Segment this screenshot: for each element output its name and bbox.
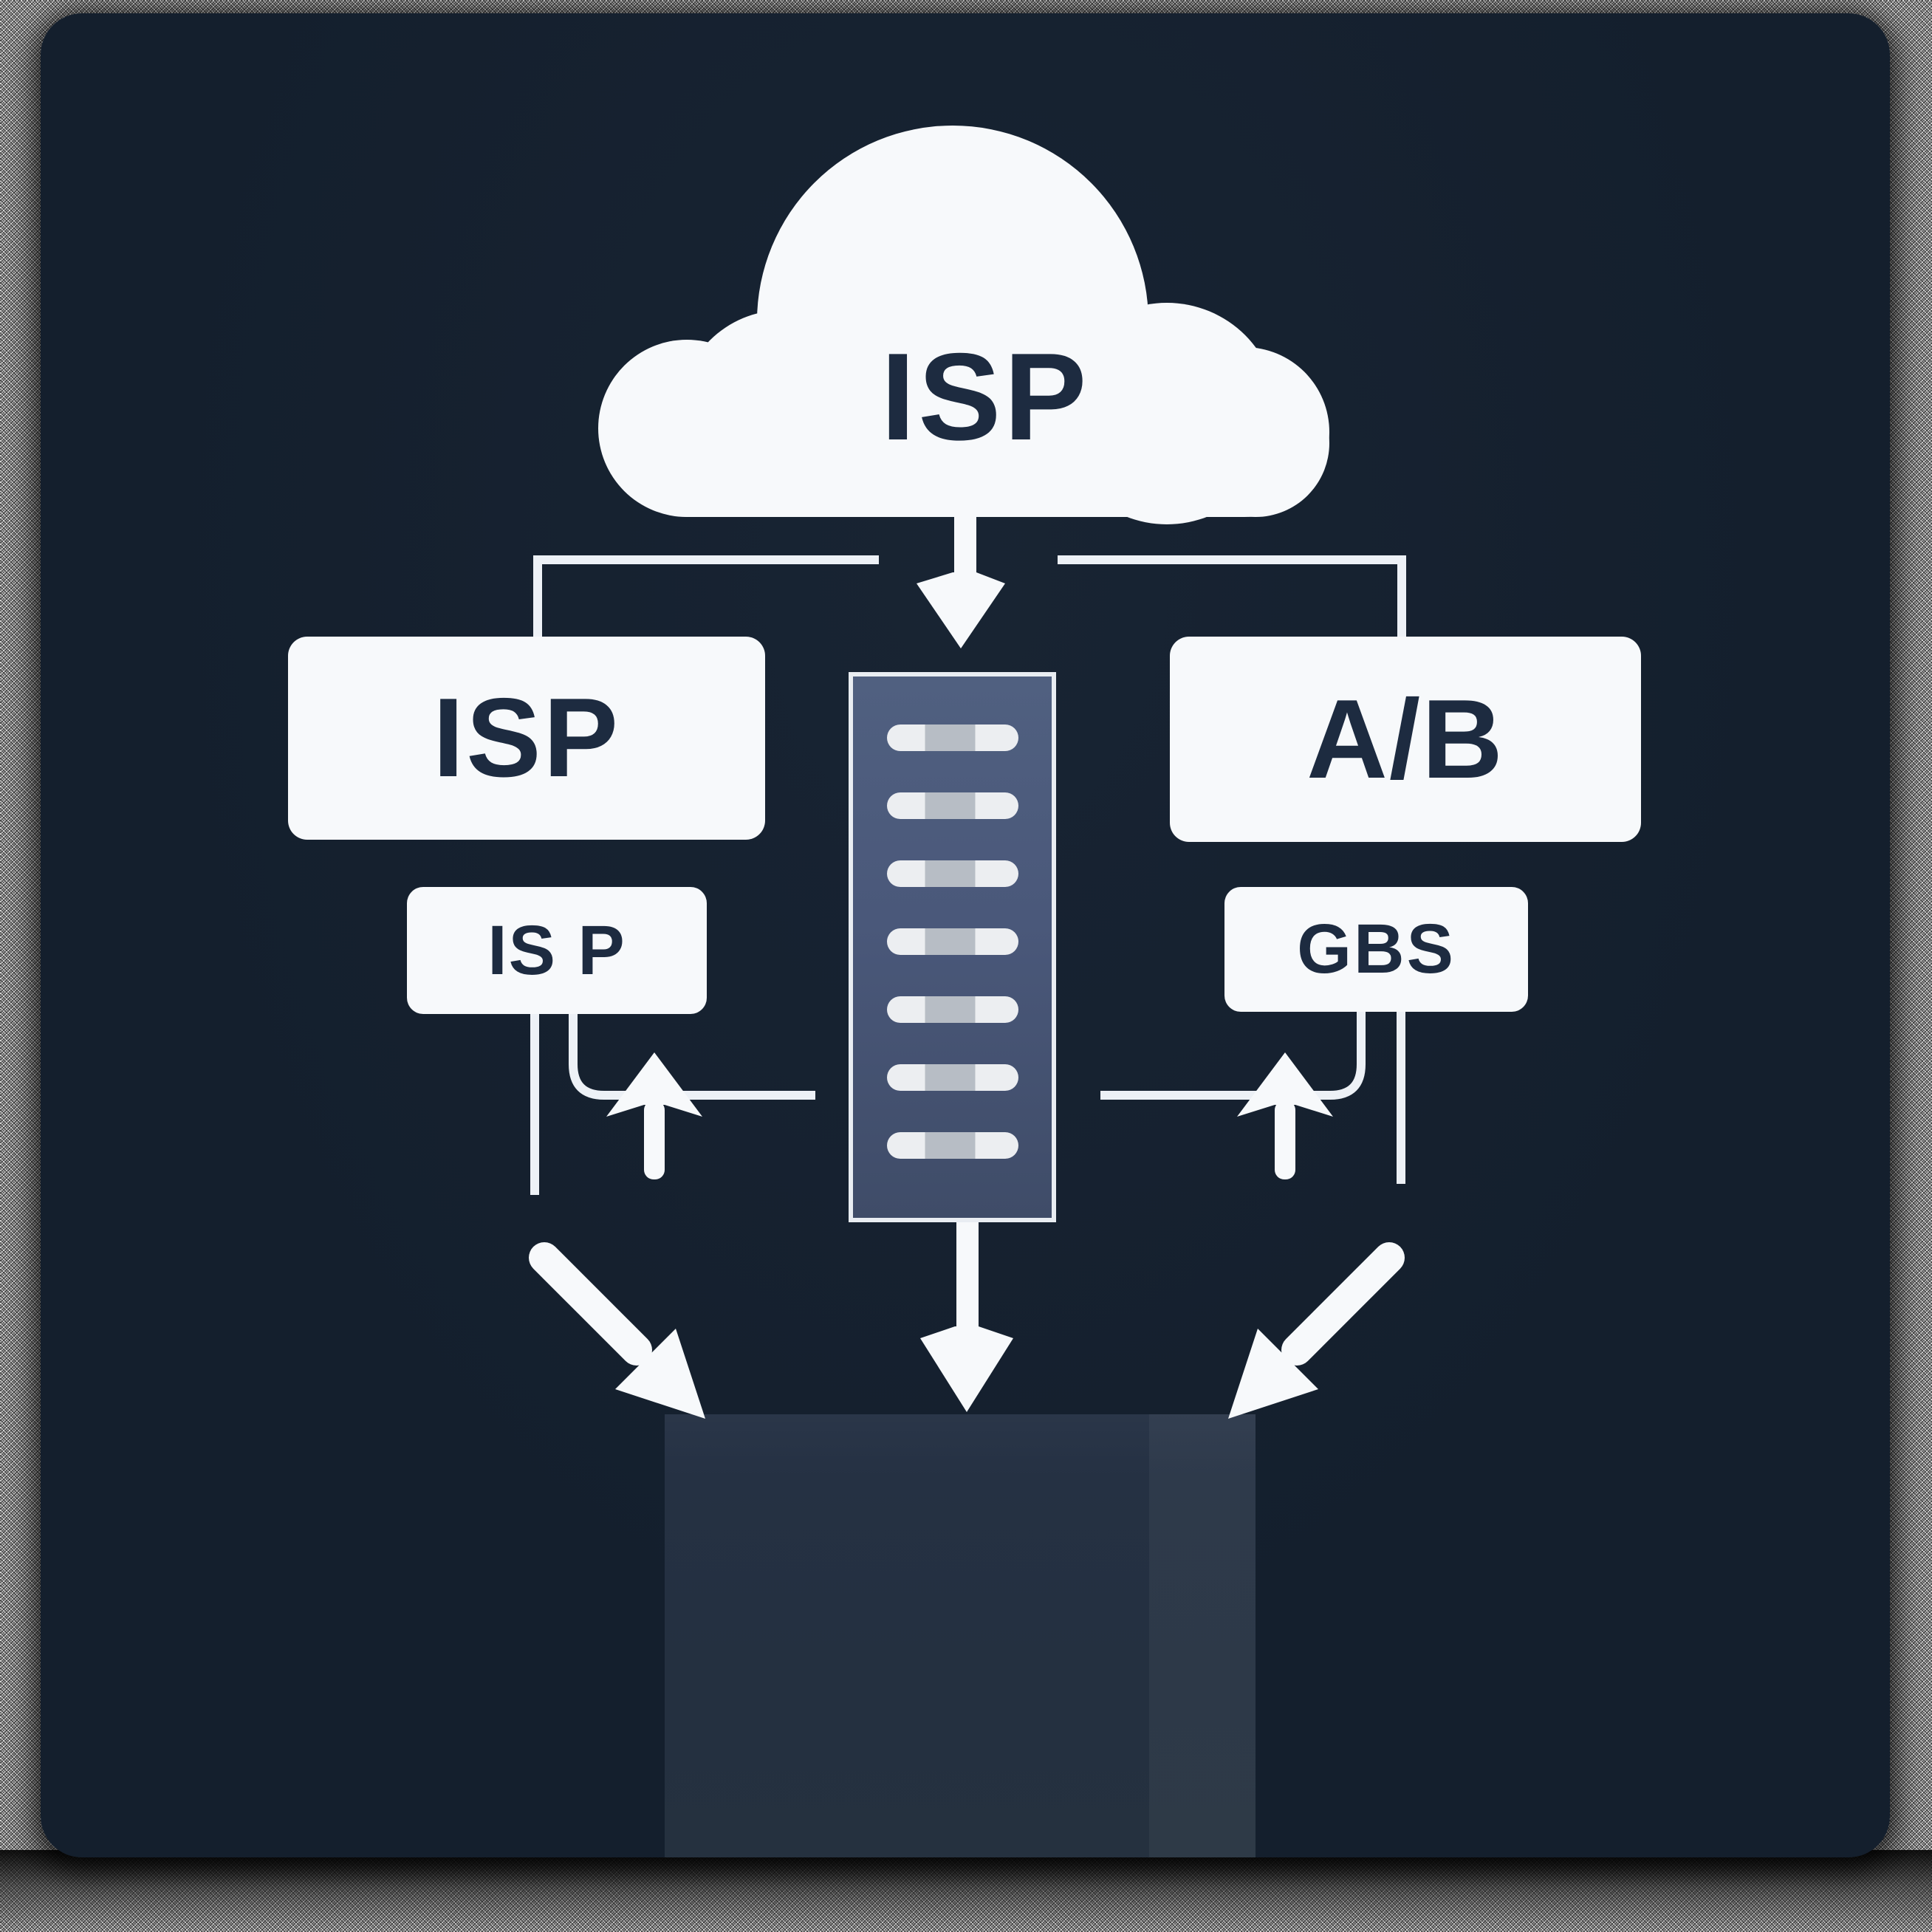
isp-secondary-label: IS P xyxy=(487,911,626,990)
rack-slot xyxy=(886,724,1018,751)
ab-primary-box: A/B xyxy=(1170,637,1641,842)
gbs-secondary-box: GBS xyxy=(1224,887,1528,1012)
rack-slot xyxy=(886,996,1018,1023)
server-rack-icon xyxy=(849,672,1056,1222)
rack-slot xyxy=(886,928,1018,955)
cloud-label: ISP xyxy=(880,327,1090,466)
rack-slot xyxy=(886,1064,1018,1091)
gbs-secondary-label: GBS xyxy=(1297,910,1456,988)
isp-primary-box: ISP xyxy=(288,637,765,840)
rack-slot xyxy=(886,1132,1018,1159)
rack-slot xyxy=(886,792,1018,819)
destination-block xyxy=(665,1414,1256,1857)
ab-primary-label: A/B xyxy=(1306,676,1504,802)
isp-secondary-box: IS P xyxy=(407,887,707,1014)
isp-primary-label: ISP xyxy=(433,675,620,801)
rack-slot xyxy=(886,860,1018,887)
bottom-shadow-band xyxy=(0,1850,1932,1932)
